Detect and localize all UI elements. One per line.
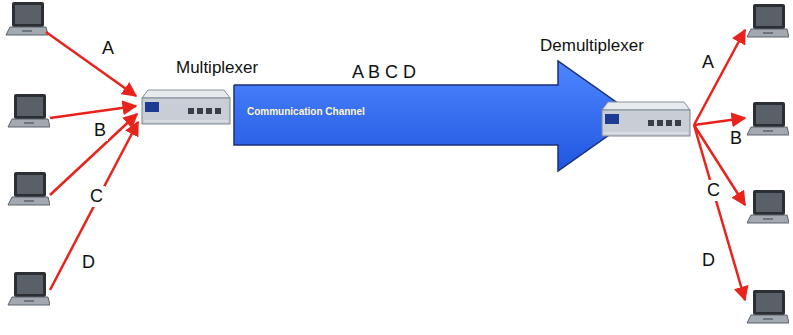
network-device-icon: [140, 88, 232, 130]
channel-arrow: Communication Channel: [233, 60, 638, 172]
signal-arrow: [50, 122, 138, 290]
channel-label: Communication Channel: [247, 106, 365, 117]
device-label: Multiplexer: [176, 58, 258, 78]
signal-label: C: [705, 180, 722, 201]
demultiplexer-device: Demultiplexer: [540, 36, 694, 142]
signal-arrow: [50, 106, 136, 118]
laptop-icon: [8, 172, 50, 205]
signal-label: C: [88, 186, 105, 207]
signal-arrow: [694, 125, 745, 300]
signal-label: B: [728, 128, 744, 149]
network-device-icon: [600, 100, 692, 142]
laptop-icon: [8, 272, 50, 305]
signal-label: A: [100, 38, 116, 59]
signal-label: D: [700, 250, 717, 271]
signal-label: D: [80, 252, 97, 273]
laptop-icon: [6, 2, 48, 35]
laptop-icon: [747, 4, 789, 37]
signal-label: A: [700, 52, 716, 73]
signal-arrow: [46, 32, 136, 96]
signal-arrow: [694, 30, 745, 125]
signal-arrow: [50, 114, 137, 195]
signal-label: B: [92, 120, 108, 141]
laptop-icon: [747, 290, 789, 323]
signal-arrow: [694, 118, 745, 125]
channel-content-label: A B C D: [350, 62, 418, 83]
laptop-icon: [747, 190, 789, 223]
device-label: Demultiplexer: [540, 36, 644, 56]
laptop-icon: [8, 94, 50, 127]
laptop-icon: [747, 102, 789, 135]
signal-arrow: [694, 125, 745, 205]
